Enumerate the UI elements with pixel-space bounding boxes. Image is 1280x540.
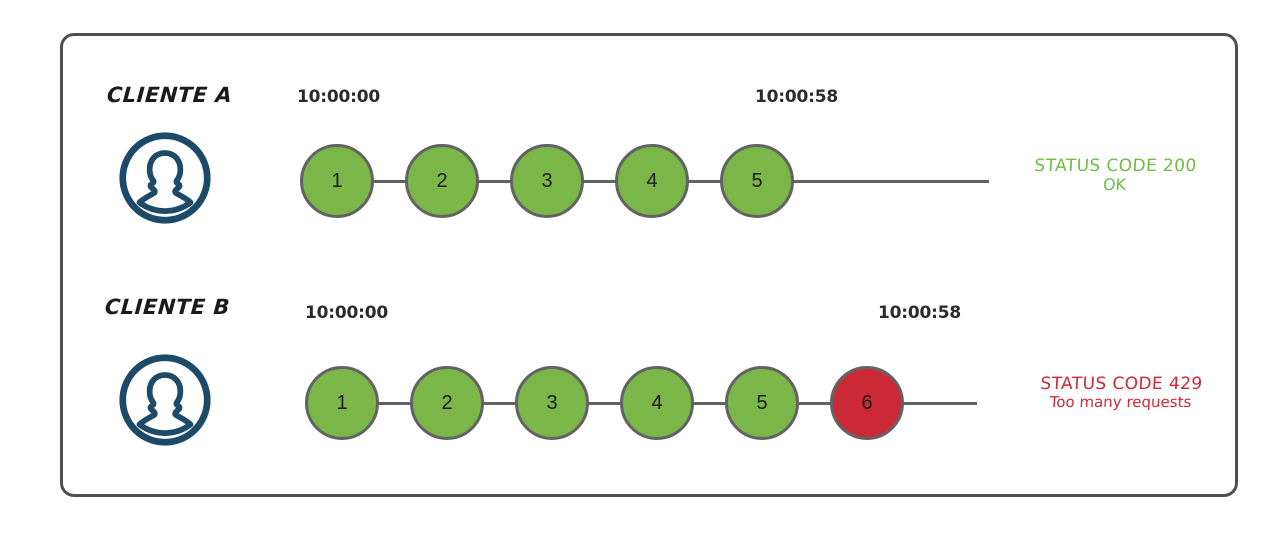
status-badge-a: STATUS CODE 200 OK bbox=[1021, 156, 1209, 195]
request-node[interactable]: 2 bbox=[410, 366, 484, 440]
client-label-a: CLIENTE A bbox=[106, 83, 234, 107]
request-node[interactable]: 1 bbox=[305, 366, 379, 440]
request-node[interactable]: 2 bbox=[405, 144, 479, 218]
user-avatar-icon bbox=[117, 352, 213, 448]
request-node-error[interactable]: 6 bbox=[830, 366, 904, 440]
chain-link bbox=[373, 179, 406, 183]
chain-link bbox=[688, 179, 721, 183]
status-code-line: STATUS CODE 200 bbox=[1033, 156, 1198, 176]
timestamp-start-a: 10:00:00 bbox=[297, 87, 380, 107]
chain-tail-link bbox=[903, 401, 977, 405]
request-node[interactable]: 1 bbox=[300, 144, 374, 218]
request-node[interactable]: 5 bbox=[725, 366, 799, 440]
chain-link bbox=[798, 401, 831, 405]
timestamp-end-a: 10:00:58 bbox=[755, 87, 838, 107]
request-chain-b: 1 2 3 4 5 6 bbox=[305, 366, 977, 440]
request-node[interactable]: 3 bbox=[515, 366, 589, 440]
status-badge-b: STATUS CODE 429 Too many requests bbox=[1027, 374, 1215, 412]
chain-link bbox=[478, 179, 511, 183]
status-text-line: OK bbox=[1102, 175, 1127, 195]
timestamp-end-b: 10:00:58 bbox=[878, 303, 961, 323]
client-label-b: CLIENTE B bbox=[104, 295, 231, 319]
chain-link bbox=[693, 401, 726, 405]
status-code-line: STATUS CODE 429 bbox=[1039, 374, 1204, 394]
request-node[interactable]: 3 bbox=[510, 144, 584, 218]
chain-link bbox=[378, 401, 411, 405]
chain-link bbox=[588, 401, 621, 405]
request-node[interactable]: 5 bbox=[720, 144, 794, 218]
status-text-line: Too many requests bbox=[1049, 393, 1192, 412]
chain-tail-link bbox=[793, 179, 989, 183]
timestamp-start-b: 10:00:00 bbox=[305, 303, 388, 323]
chain-link bbox=[583, 179, 616, 183]
request-chain-a: 1 2 3 4 5 bbox=[300, 144, 989, 218]
request-node[interactable]: 4 bbox=[620, 366, 694, 440]
chain-link bbox=[483, 401, 516, 405]
user-avatar-icon bbox=[117, 130, 213, 226]
request-node[interactable]: 4 bbox=[615, 144, 689, 218]
